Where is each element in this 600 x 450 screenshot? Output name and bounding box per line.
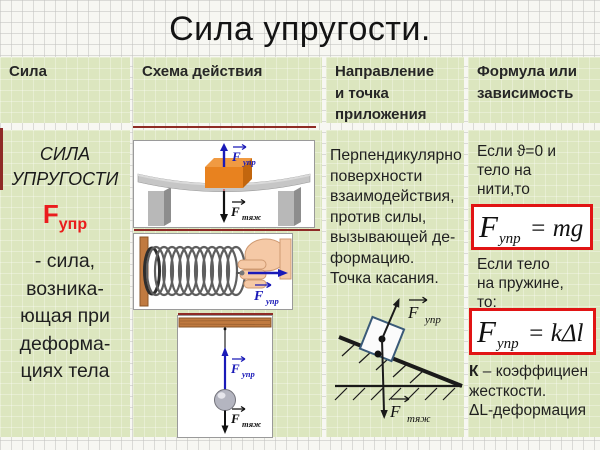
ground (334, 384, 462, 401)
svg-text:F: F (253, 289, 264, 304)
f-upr-arrow (248, 269, 288, 277)
vector-arrow-icon (232, 355, 246, 363)
f-upr-label: F упр (407, 296, 441, 326)
image-frame-line (133, 126, 316, 128)
bench (137, 173, 311, 226)
spring-coil (143, 245, 247, 297)
f-tyazh-label: F тяж (389, 395, 431, 425)
note-line3: ΔL-деформация (469, 402, 586, 419)
vector-arrow-icon (255, 281, 272, 289)
f-upr-label: F упр (253, 281, 279, 306)
grip-point (239, 270, 245, 276)
svg-text:тяж: тяж (242, 419, 261, 429)
wooden-beam (178, 317, 272, 328)
column-header-direction: Направление и точка приложения (326, 57, 464, 123)
bench-svg: F упр F тяж (137, 143, 311, 226)
f-tyazh-label: F тяж (230, 198, 261, 222)
vector-arrow-icon (409, 296, 428, 304)
column-header-formula: Формула или зависимость (468, 57, 600, 123)
svg-text:F: F (230, 411, 240, 426)
image-frame-line (178, 313, 273, 315)
note-line2: жесткости. (469, 382, 547, 400)
hand (237, 238, 292, 289)
vector-arrow-icon (232, 198, 246, 206)
svg-text:тяж: тяж (407, 413, 431, 425)
force-name: СИЛА УПРУГОСТИ (11, 144, 119, 189)
page-title: Сила упругости. (169, 10, 431, 48)
spring-illustration: F упр (133, 233, 293, 310)
svg-text:F: F (389, 402, 401, 421)
svg-text:F: F (407, 303, 419, 322)
f-upr-arrow (220, 143, 228, 167)
incline-surface (338, 335, 463, 388)
svg-text:F: F (231, 149, 241, 164)
incline-diagram: F упр F тяж (334, 296, 463, 425)
direction-text: Перпендикулярно поверхности взаимодейств… (330, 147, 462, 287)
formula-lhs: F (477, 314, 496, 349)
image-frame-line (134, 229, 320, 231)
ball (214, 389, 236, 411)
formula-rhs: = kΔl (527, 320, 584, 347)
orange-block (205, 158, 252, 188)
f-upr-label: F упр (231, 143, 256, 167)
vector-arrow-icon (391, 395, 410, 403)
spring-svg: F упр (139, 236, 292, 307)
formula-cell (468, 130, 600, 437)
svg-text:упр: упр (265, 296, 279, 306)
force-description: - сила, возника- ющая при деформа- циях … (19, 250, 111, 382)
svg-text:упр: упр (242, 157, 256, 167)
pendulum-illustration: F упр F тяж (177, 315, 273, 438)
f-tyazh-label: F тяж (230, 405, 261, 429)
svg-text:тяж: тяж (242, 212, 261, 222)
note-k: К (469, 363, 479, 380)
f-upr-label: F упр (230, 355, 255, 379)
svg-text:F: F (230, 361, 240, 376)
f-tyazh-arrow (380, 338, 388, 419)
force-cell: СИЛА УПРУГОСТИ Fупр - сила, возника- юща… (0, 130, 130, 437)
f-upr-arrow (381, 298, 400, 340)
slide-edge-accent (0, 128, 3, 190)
condition-spring: Если тело на пружине, то: (477, 256, 564, 311)
column-header-scheme: Схема действия (133, 57, 322, 123)
f-tyazh-arrow (220, 191, 228, 223)
formula-sub: упр (498, 231, 521, 247)
bench-illustration: F упр F тяж (133, 140, 315, 228)
condition-thread: Если ϑ=0 и тело на нити,то (477, 143, 557, 198)
vector-arrow-icon (233, 143, 247, 151)
note-k-text: – коэффициен (478, 363, 589, 380)
force-symbol-sub: упр (58, 216, 88, 233)
formula-notes: К – коэффициен жесткости. ΔL-деформация (469, 362, 600, 421)
pendulum-svg: F упр F тяж (178, 317, 272, 434)
vector-arrow-icon (232, 405, 246, 413)
svg-text:F: F (230, 204, 240, 219)
f-tyazh-arrow (221, 410, 229, 434)
force-symbol-main: F (42, 199, 59, 229)
f-upr-arrow (221, 347, 229, 390)
svg-text:упр: упр (424, 314, 441, 326)
formula-sub: упр (496, 336, 519, 352)
contact-point (374, 350, 382, 358)
force-symbol: Fупр (0, 200, 130, 239)
formula-lhs: F (479, 209, 498, 244)
column-header-force: Сила (0, 57, 130, 123)
hook (223, 327, 227, 331)
formula-rhs: = mg (529, 215, 584, 242)
svg-text:упр: упр (241, 369, 255, 379)
